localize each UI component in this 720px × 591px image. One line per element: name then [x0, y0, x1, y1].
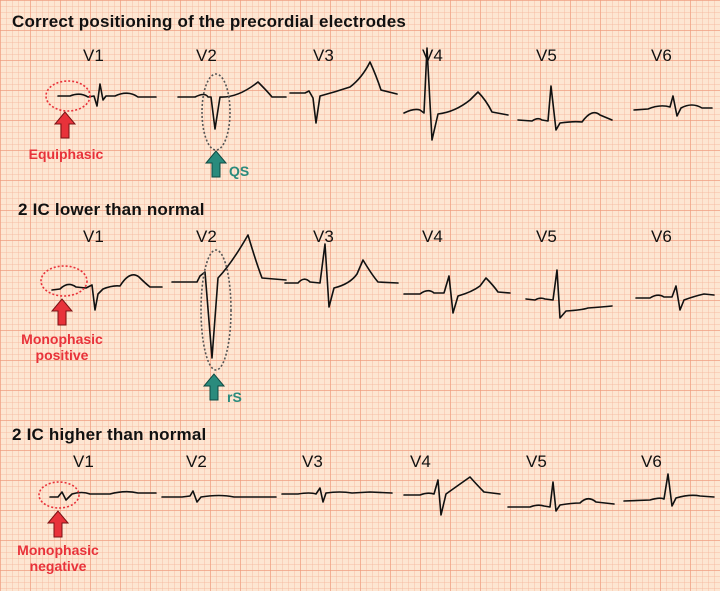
row3-trace-v1	[49, 490, 157, 501]
row2-trace-v6	[635, 285, 715, 311]
row3-trace-v2	[161, 490, 277, 503]
row1-trace-v3	[289, 61, 398, 124]
row3-lead-v1: V1	[73, 452, 94, 471]
row2-trace-v4	[403, 275, 511, 314]
section-3-title: 2 IC higher than normal	[12, 425, 207, 444]
row2-trace-v1	[51, 274, 163, 311]
row2-lead-v3: V3	[313, 227, 334, 246]
row2-lead-v1: V1	[83, 227, 104, 246]
row2-v2-annotation: rS	[227, 389, 242, 405]
row1-v1-arrow-up-red-icon	[53, 111, 77, 139]
row2-trace-v5	[525, 269, 613, 319]
row1-v2-arrow-up-teal-icon	[204, 150, 228, 178]
row1-trace-v2	[177, 81, 287, 130]
row1-trace-v5	[517, 85, 613, 131]
row3-lead-v2: V2	[186, 452, 207, 471]
row2-v1-highlight-ellipse	[40, 265, 88, 297]
row3-trace-v4	[403, 476, 501, 516]
row3-lead-v4: V4	[410, 452, 431, 471]
row3-lead-v6: V6	[641, 452, 662, 471]
row1-lead-v2: V2	[196, 46, 217, 65]
row1-trace-v1	[57, 83, 157, 107]
row2-lead-v2: V2	[196, 227, 217, 246]
row3-trace-v3	[281, 487, 393, 503]
row2-lead-v5: V5	[536, 227, 557, 246]
row1-v1-highlight-ellipse	[45, 80, 91, 112]
row2-lead-v6: V6	[651, 227, 672, 246]
row1-trace-v6	[633, 95, 713, 117]
row1-lead-v5: V5	[536, 46, 557, 65]
row1-lead-v1: V1	[83, 46, 104, 65]
row3-lead-v3: V3	[302, 452, 323, 471]
row3-v1-arrow-up-red-icon	[46, 510, 70, 538]
row2-trace-v2	[171, 234, 287, 359]
row1-lead-v6: V6	[651, 46, 672, 65]
row3-lead-v5: V5	[526, 452, 547, 471]
row1-v1-annotation: Equiphasic	[28, 146, 104, 162]
row2-v1-arrow-up-red-icon	[50, 298, 74, 326]
row1-v2-annotation: QS	[229, 163, 250, 179]
row3-v1-highlight-ellipse	[38, 481, 80, 509]
row2-v2-highlight-ellipse	[200, 249, 232, 371]
row3-trace-v5	[507, 481, 615, 512]
section-2-title: 2 IC lower than normal	[18, 200, 205, 219]
row3-trace-v6	[623, 473, 715, 507]
row1-v2-highlight-ellipse	[201, 73, 231, 151]
row3-v1-annotation-line1: Monophasic	[17, 542, 99, 558]
row1-lead-v3: V3	[313, 46, 334, 65]
row1-trace-v4	[403, 47, 509, 141]
row2-trace-v3	[284, 243, 399, 308]
row2-v1-annotation-line2: positive	[35, 347, 89, 363]
row2-v1-annotation-line1: Monophasic	[21, 331, 103, 347]
section-1-title: Correct positioning of the precordial el…	[12, 12, 407, 31]
row3-v1-annotation-line2: negative	[29, 558, 87, 574]
row2-lead-v4: V4	[422, 227, 443, 246]
row2-v2-arrow-up-teal-icon	[202, 373, 226, 401]
